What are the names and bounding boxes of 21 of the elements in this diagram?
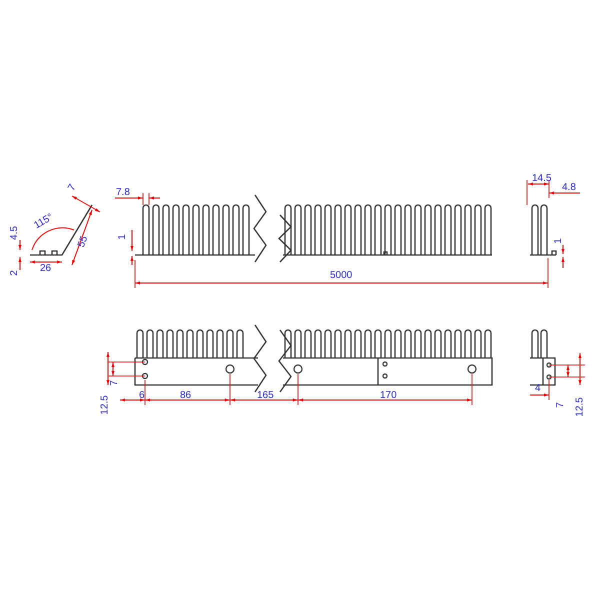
- dimension-label: 12.5: [100, 395, 111, 415]
- dimension-label: 7: [110, 380, 120, 386]
- dimension-label: 26: [40, 264, 52, 274]
- dimension-label: 4.8: [562, 183, 576, 193]
- dimension-label: 6: [139, 391, 145, 401]
- dimension-label: 5000: [330, 271, 352, 281]
- dimension-label: 55: [76, 235, 90, 249]
- dimension-label: 4.5: [10, 226, 20, 240]
- dimension-label: 7: [556, 402, 566, 408]
- dimension-label: 165: [257, 391, 274, 401]
- dimension-label: 7: [67, 183, 78, 193]
- dimension-label: 14.5: [532, 174, 552, 184]
- dimension-label: 2: [10, 270, 20, 276]
- dimension-label: 12.5: [576, 397, 586, 417]
- dimension-label: 115°: [32, 212, 56, 232]
- dimension-label: 170: [380, 391, 397, 401]
- dimension-label: 4: [535, 384, 541, 394]
- dimension-label: 86: [180, 391, 192, 401]
- dimension-label: 1: [554, 238, 564, 244]
- dimension-label: 1: [118, 234, 128, 240]
- dimension-label: 7.8: [116, 188, 130, 198]
